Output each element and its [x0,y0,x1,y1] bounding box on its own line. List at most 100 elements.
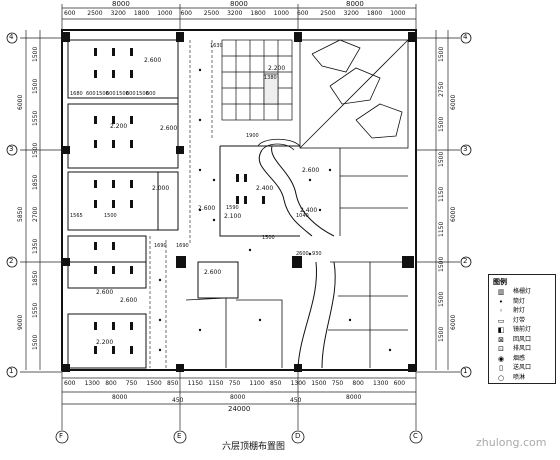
room-ceiling-height: 2.600 [120,297,138,304]
right-inner-dim: 1500 [438,116,445,132]
axis-label-row: 4 [9,33,14,41]
top-sub-dim: 1800 [133,10,150,17]
legend-label: 回风口 [513,335,532,343]
left-inner-dim: 1550 [32,302,39,318]
legend-row: • 筒灯 [491,297,553,307]
bottom-small-dim: 450 [290,397,302,404]
top-sub-dim: 3200 [343,10,359,17]
downlight-icon: • [498,297,504,306]
right-inner-dim: 1500 [438,46,445,62]
room-ceiling-height: 2.600 [198,205,216,212]
inner-dim: 600 [146,91,156,97]
right-inner-dim: 1500 [438,151,445,167]
top-sub-dim: 2500 [320,10,336,17]
watermark-text: zhulong.com [476,436,547,449]
building-outline [61,29,417,371]
diagonal-feature [299,39,409,149]
bottom-span-dim: 8000 [230,394,246,401]
left-inner-dim: 1350 [32,238,39,254]
left-outer-dim: 6000 [17,94,24,110]
legend-row: ⊡排风口 [491,344,553,354]
left-inner-dim: 1500 [32,142,39,158]
right-dimension-lines [416,30,460,373]
axis-bubbles-bottom [55,430,423,444]
right-inner-dim: 1150 [438,221,445,237]
right-rooms [185,148,408,368]
bottom-sub-dim: 600 [64,380,76,387]
legend-row: ▥格栅灯 [491,287,553,297]
inner-dim: 930 [312,251,322,257]
legend-row: ▭灯带 [491,316,553,326]
right-inner-dim: 1150 [438,186,445,202]
top-sub-dim: 1000 [157,10,173,17]
downlights [158,68,392,352]
right-outer-dim: 6000 [450,94,457,110]
room-ceiling-height: 2.000 [152,185,170,192]
left-inner-dim: 1850 [32,270,39,286]
axis-label-row: 1 [463,367,468,375]
legend-title: 图例 [493,278,507,286]
bottom-span-dim: 8000 [112,394,128,401]
legend-label: 送风口 [513,364,532,371]
bottom-dimension-lines [61,370,417,430]
inner-dim: 1500 [116,91,129,97]
inner-dim: 1630 [210,43,223,49]
legend-label: 烟感 [513,354,526,362]
bottom-small-dim: 450 [172,397,184,404]
return-vent-icon: ⊠ [498,335,504,344]
grille-lights [94,48,265,354]
left-inner-dim: 1500 [32,334,39,350]
top-sub-dim: 1800 [366,10,383,17]
room-ceiling-height: 2.200 [96,339,114,346]
top-sub-dim: 3200 [110,10,126,17]
top-span-dim: 8000 [346,0,364,8]
legend-row: ○喷淋 [491,373,553,383]
air-outlet-icon: ▯ [499,364,503,372]
legend-row: ◉烟感 [491,354,553,364]
top-sub-dim: 600 [180,10,192,17]
axis-label-col: F [59,432,64,440]
bottom-sub-dim: 1150 [208,380,224,387]
axis-label-row: 3 [463,145,468,153]
inner-dim: 1040 [296,213,309,219]
axis-bubbles-left [6,32,18,378]
office-room-partitions [67,39,179,369]
inner-dim: 600 [86,91,96,97]
core-grid [221,39,293,121]
bottom-sub-dim: 1300 [84,380,100,387]
left-inner-dim: 1850 [32,174,39,190]
axis-label-col: C [413,432,418,440]
right-outer-dim: 6000 [450,314,457,330]
inner-dim: 600 [126,91,136,97]
bottom-span-dim: 8000 [346,394,362,401]
bottom-sub-dim: 1500 [146,380,162,387]
left-inner-dim: 2700 [32,206,39,222]
room-ceiling-height: 2.600 [302,167,320,174]
bottom-sub-dim: 750 [125,380,138,387]
feature-arc [257,138,301,151]
left-dimension-lines [20,30,62,373]
bottom-sub-dim: 850 [270,380,282,387]
inner-dim: 1500 [104,213,117,219]
legend-label: 镜前灯 [513,326,532,333]
right-outer-dim: 6000 [450,206,457,222]
drawing-title: 六层顶棚布置图 [222,442,286,452]
axis-label-row: 1 [9,367,14,375]
sprinkler-icon: ○ [497,373,505,382]
legend-label: 灯带 [513,316,526,324]
left-inner-dim: 1550 [32,110,39,126]
room-ceiling-height: 2.200 [110,123,128,130]
bottom-sub-dim: 1500 [311,380,327,387]
axis-label-row: 3 [9,145,14,153]
inner-dim: 1900 [246,133,259,139]
top-sub-dim: 3200 [227,10,243,17]
bottom-sub-dim: 600 [393,380,406,387]
legend-row: ▯ 送风口 [491,363,553,373]
right-inner-dim: 1500 [438,256,445,272]
top-sub-dim: 1800 [250,10,266,17]
legend-label: 筒灯 [513,297,526,305]
emergency-light-icon: ◧ [497,326,505,334]
bottom-total-dim: 24000 [228,405,251,413]
inner-dim: 1680 [70,91,83,97]
